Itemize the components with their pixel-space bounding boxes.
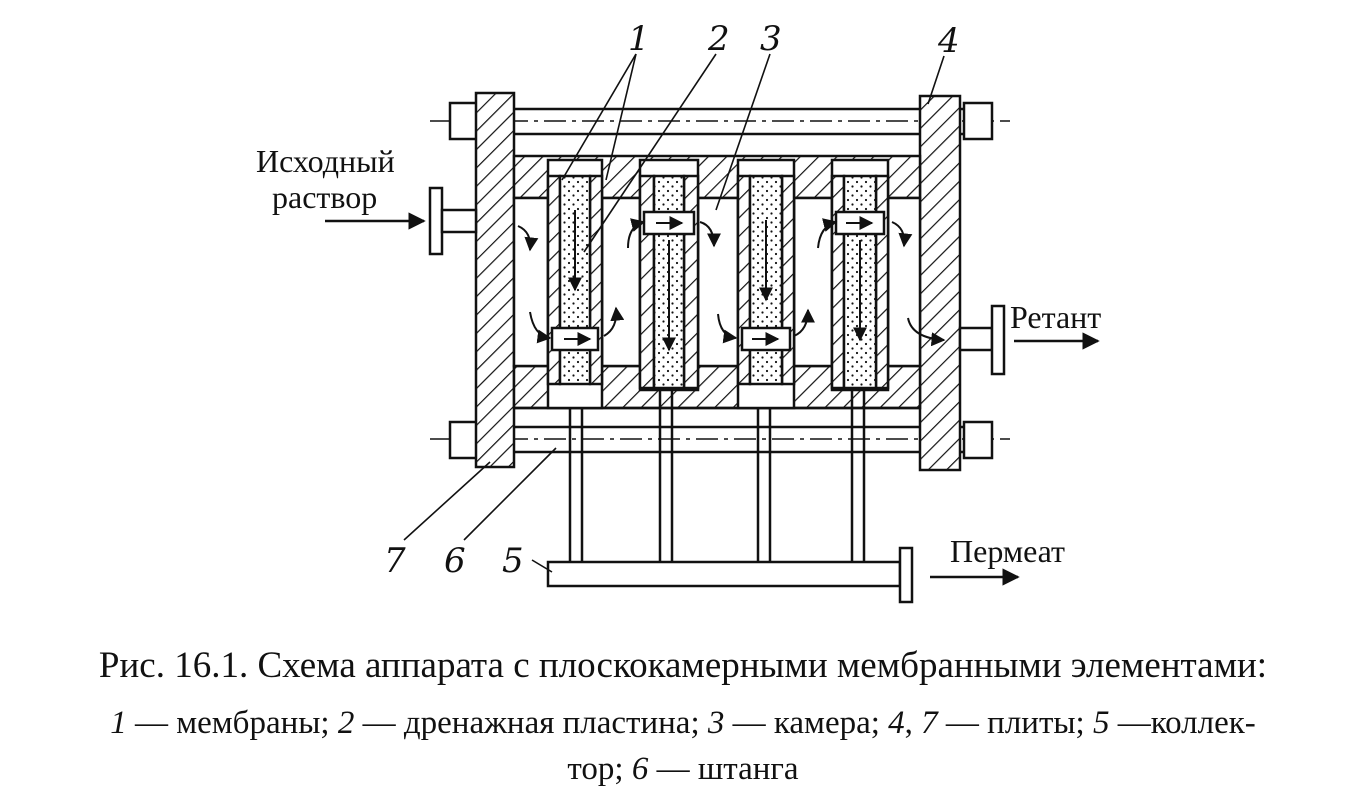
callout-3: 3 xyxy=(760,19,782,59)
flow-arrows xyxy=(517,210,946,352)
permeate-label: Пермеат xyxy=(950,533,1065,569)
legend-sep-4-7: , xyxy=(904,705,922,741)
legend-text-1: — мембраны; xyxy=(126,705,338,741)
legend-text-5-cont: тор; xyxy=(567,751,632,787)
legend-num-6: 6 xyxy=(631,751,649,787)
figure-caption-title: Рис. 16.1. Схема аппарата с плоскокамерн… xyxy=(98,645,1268,686)
chamber xyxy=(886,196,922,368)
callout-2: 2 xyxy=(707,19,730,59)
legend-text-4-7: — плиты; xyxy=(937,705,1093,741)
callout-6: 6 xyxy=(444,541,466,581)
membrane xyxy=(682,174,700,390)
legend-num-7: 7 xyxy=(921,705,938,741)
legend-text-5: —коллек- xyxy=(1109,705,1256,741)
callout-4: 4 xyxy=(937,21,960,61)
membrane xyxy=(588,174,604,386)
membrane-apparatus-diagram: 1 2 3 4 7 6 5 Исходный раствор Ретант Пе… xyxy=(256,19,1101,604)
permeate-collector xyxy=(546,546,914,604)
callout-7: 7 xyxy=(384,541,406,581)
membrane xyxy=(638,174,656,390)
callout-5: 5 xyxy=(502,541,524,581)
end-plate-left xyxy=(474,91,516,469)
callout-1: 1 xyxy=(628,19,650,59)
leader-lines xyxy=(403,53,945,573)
membrane-element xyxy=(830,158,890,392)
membrane xyxy=(874,174,890,390)
feed-label-line2: раствор xyxy=(272,179,377,215)
legend-num-3: 3 xyxy=(707,705,725,741)
legend-num-1: 1 xyxy=(110,705,127,741)
membrane xyxy=(736,174,752,386)
permeate-tube xyxy=(658,390,674,562)
chamber xyxy=(600,196,642,368)
permeate-tube xyxy=(756,408,772,562)
feed-label-line1: Исходный xyxy=(256,143,395,179)
retentate-outlet-nozzle xyxy=(958,304,1006,376)
permeate-tube xyxy=(568,408,584,562)
permeate-tube xyxy=(850,390,866,562)
feed-inlet-nozzle xyxy=(428,186,478,256)
legend-num-4: 4 xyxy=(888,705,905,741)
legend-num-5: 5 xyxy=(1092,705,1110,741)
tie-rod-top xyxy=(430,101,1010,141)
tie-rod-bottom xyxy=(430,420,1010,460)
chamber xyxy=(512,196,550,368)
legend-text-6: — штанга xyxy=(648,751,799,787)
legend-text-2: — дренажная пластина; xyxy=(354,705,708,741)
chamber xyxy=(792,196,834,368)
legend-text-3: — камера; xyxy=(724,705,889,741)
end-plate-right xyxy=(918,94,962,472)
figure-caption-legend: 1 — мембраны; 2 — дренажная пластина; 3 … xyxy=(0,700,1366,792)
legend-num-2: 2 xyxy=(337,705,355,741)
membrane xyxy=(546,174,562,386)
retentate-label: Ретант xyxy=(1010,299,1101,335)
membrane xyxy=(780,174,796,386)
membrane xyxy=(830,174,846,390)
